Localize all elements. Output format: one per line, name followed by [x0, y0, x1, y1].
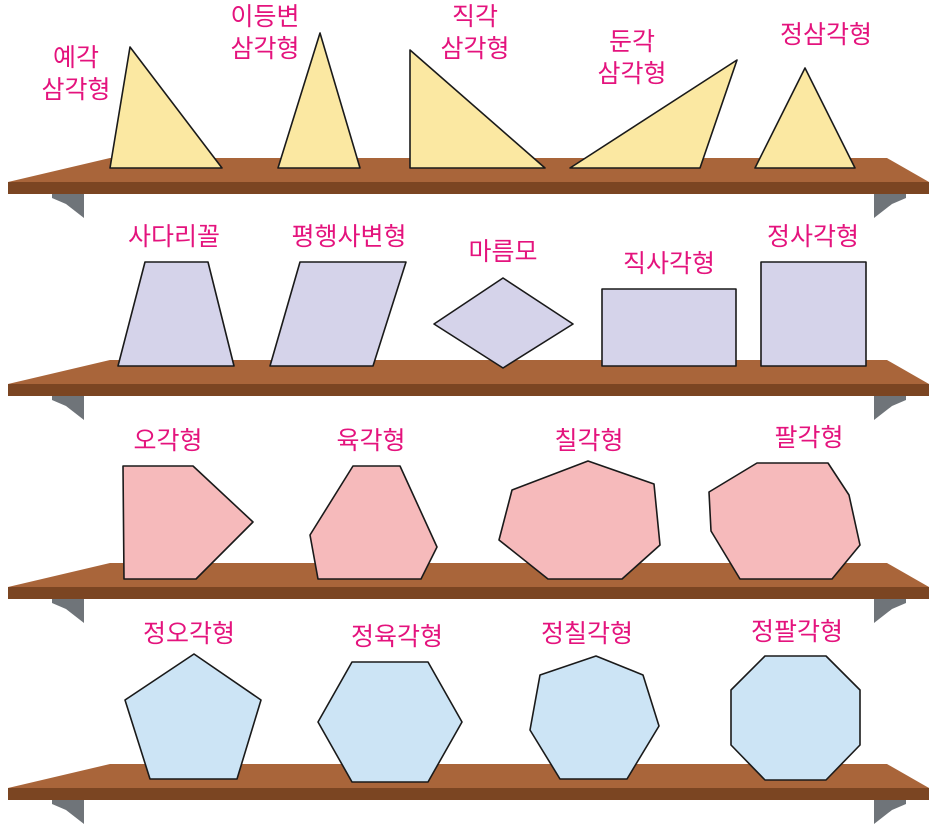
shape-regular-polygons-2 — [317, 661, 463, 783]
shape-label-line: 팔각형 — [774, 423, 843, 452]
shelf-front — [8, 587, 929, 599]
shape-label: 사다리꼴 — [128, 222, 220, 251]
shape-label-line: 둔각 — [609, 27, 655, 56]
shape-regular-polygons-1 — [124, 653, 262, 780]
shelf-3 — [8, 563, 929, 623]
shape-label-line: 이등변 — [230, 2, 299, 31]
shape-label: 육각형 — [336, 426, 405, 455]
shelf-front — [8, 384, 929, 396]
shelf-bracket-left — [52, 192, 84, 218]
shape-label: 칠각형 — [554, 426, 623, 455]
shape-label-line: 정사각형 — [767, 222, 859, 251]
shape-triangles-4 — [569, 59, 738, 169]
shape-label-line: 삼각형 — [41, 75, 110, 104]
shape-polygons-4 — [708, 462, 861, 580]
shelf-bracket-right — [874, 192, 906, 218]
shape-triangles-2 — [277, 32, 361, 169]
shape-label-line: 삼각형 — [597, 59, 666, 88]
shape-label: 정팔각형 — [751, 617, 843, 646]
shape-label-line: 예각 — [53, 43, 99, 72]
shape-label: 정삼각형 — [780, 20, 872, 49]
shelf-group-polygons: 오각형 육각형 칠각형 팔각형 — [122, 423, 861, 580]
shape-label-line: 삼각형 — [230, 34, 299, 63]
shape-label-line: 직사각형 — [623, 249, 715, 278]
shape-label-line: 정팔각형 — [751, 617, 843, 646]
shelf-front — [8, 788, 929, 800]
shape-quadrilaterals-5 — [760, 261, 867, 367]
shape-regular-polygons-4 — [730, 655, 861, 781]
shape-label: 마름모 — [468, 237, 537, 266]
shape-polygons-1 — [122, 465, 254, 580]
shape-polygons-3 — [498, 460, 661, 580]
shape-triangles-3 — [409, 49, 546, 169]
shelf-2 — [8, 360, 929, 420]
shape-label-line: 마름모 — [468, 237, 537, 266]
shape-label-line: 오각형 — [133, 426, 202, 455]
shelf-bracket-right — [874, 394, 906, 420]
shape-label-line: 정삼각형 — [780, 20, 872, 49]
shape-quadrilaterals-1 — [117, 261, 235, 367]
shape-label-line: 사다리꼴 — [128, 222, 220, 251]
shape-label: 정사각형 — [767, 222, 859, 251]
shape-label-line: 정오각형 — [143, 619, 235, 648]
shape-label-line: 정육각형 — [351, 622, 443, 651]
shape-quadrilaterals-2 — [269, 261, 407, 367]
shape-label: 정육각형 — [351, 622, 443, 651]
shape-polygons-2 — [309, 465, 438, 580]
shape-label-line: 삼각형 — [440, 34, 509, 63]
shape-label: 정칠각형 — [541, 619, 633, 648]
shape-triangles-5 — [754, 67, 856, 169]
shape-label-line: 육각형 — [336, 426, 405, 455]
shape-quadrilaterals-4 — [601, 288, 737, 367]
shape-regular-polygons-3 — [529, 655, 660, 780]
shape-quadrilaterals-3 — [433, 277, 574, 369]
shelf-group-regular-polygons: 정오각형 정육각형 정칠각형 정팔각형 — [124, 617, 861, 783]
shelf-front — [8, 182, 929, 194]
shape-label: 정오각형 — [143, 619, 235, 648]
shape-label: 평행사변형 — [291, 222, 406, 251]
shape-label: 직사각형 — [623, 249, 715, 278]
shape-label-line: 정칠각형 — [541, 619, 633, 648]
shelf-bracket-left — [52, 798, 84, 824]
shape-label: 팔각형 — [774, 423, 843, 452]
shelf-bracket-left — [52, 597, 84, 623]
shape-label-line: 평행사변형 — [291, 222, 406, 251]
shape-label-line: 직각 — [452, 2, 498, 31]
shelf-bracket-right — [874, 798, 906, 824]
shelf-bracket-left — [52, 394, 84, 420]
shape-label: 오각형 — [133, 426, 202, 455]
shape-triangles-1 — [109, 46, 223, 169]
shelf-top — [8, 563, 929, 587]
shelf-bracket-right — [874, 597, 906, 623]
shape-label-line: 칠각형 — [554, 426, 623, 455]
